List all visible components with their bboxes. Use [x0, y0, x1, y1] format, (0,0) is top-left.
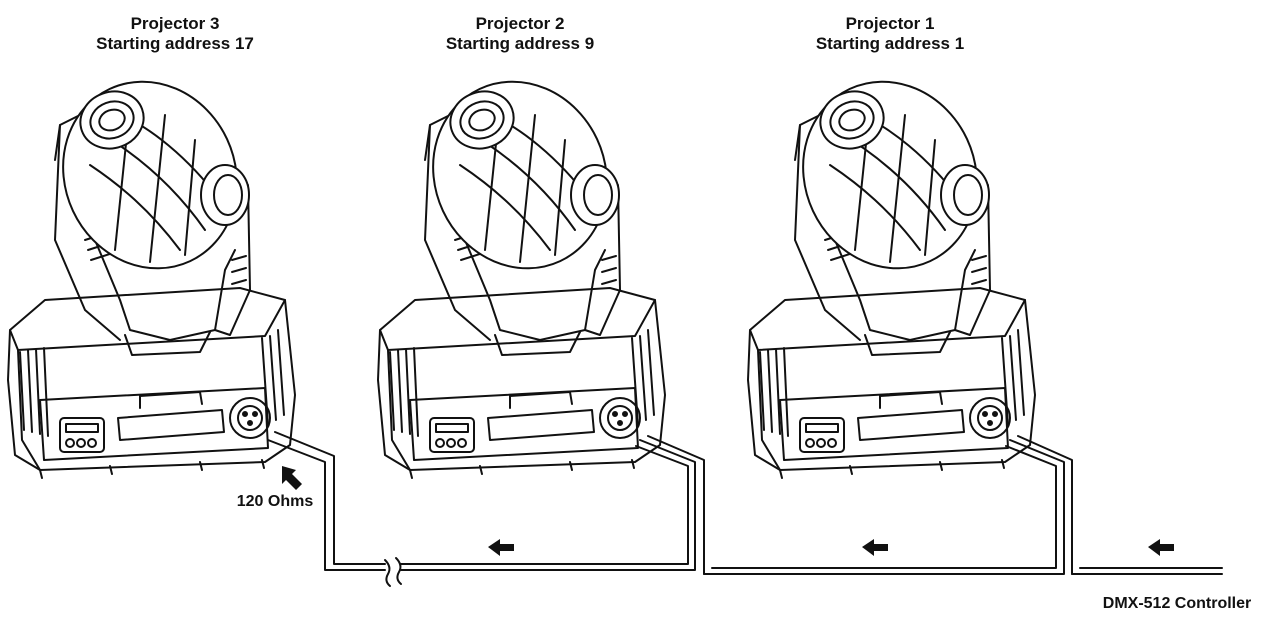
- controller-label: DMX-512 Controller: [1102, 595, 1252, 612]
- projector-1-address: Starting address 1: [815, 34, 965, 53]
- projector-2-label: Projector 2 Starting address 9: [405, 14, 635, 54]
- projector-3-fixture-icon: [7, 51, 296, 479]
- projector-1-name: Projector 1: [845, 14, 935, 33]
- terminator-label: 120 Ohms: [236, 493, 314, 510]
- projector-1-fixture-icon: [747, 51, 1036, 479]
- projector-2-name: Projector 2: [475, 14, 565, 33]
- cable-projector-3: [267, 431, 386, 571]
- projector-2-address: Starting address 9: [445, 34, 595, 53]
- projector-3-label: Projector 3 Starting address 17: [60, 14, 290, 54]
- projector-3-name: Projector 3: [130, 14, 220, 33]
- cable-segment-3-2: [400, 435, 705, 575]
- projector-2-fixture-icon: [377, 51, 666, 479]
- projector-1-label: Projector 1 Starting address 1: [775, 14, 1005, 54]
- line-break-icon: [384, 557, 402, 587]
- flow-arrow-icon: [488, 539, 1174, 556]
- projector-3-address: Starting address 17: [96, 34, 254, 53]
- terminator-arrow-icon: [282, 466, 302, 490]
- cable-segment-controller: [1071, 567, 1223, 575]
- cable-segment-2-1: [703, 435, 1073, 575]
